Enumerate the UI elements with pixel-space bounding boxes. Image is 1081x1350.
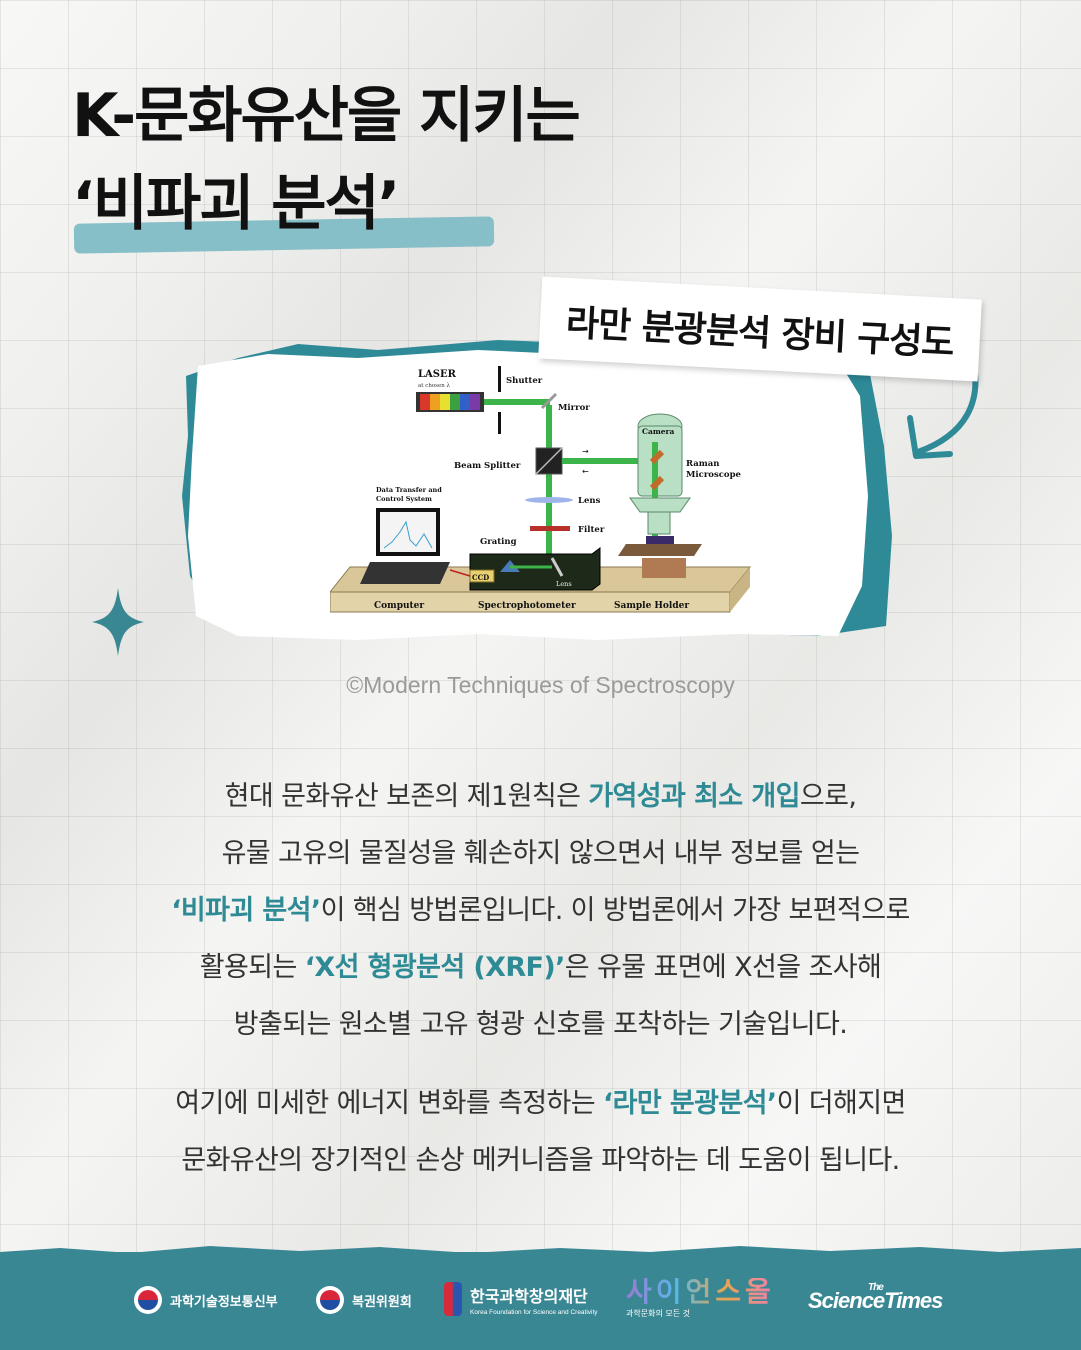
beam-microscope (562, 458, 652, 464)
raman-setup-diagram: LASER at chosen λ Shutter Mirror Beam Sp… (330, 366, 752, 613)
logo-sciencetimes: The ScienceTimes (808, 1282, 943, 1314)
svg-text:←: ← (582, 467, 589, 476)
ccd-label: CCD (472, 573, 489, 582)
p1-line-1: 현대 문화유산 보존의 제1원칙은 가역성과 최소 개입으로, (60, 768, 1021, 825)
p1-text-e: 활용되는 (199, 952, 305, 983)
mirror-label: Mirror (558, 403, 590, 413)
beam-splitter-label: Beam Splitter (454, 461, 521, 471)
logo-lottery: 복권위원회 (316, 1286, 412, 1314)
sparkle-icon (92, 588, 144, 656)
camera-label: Camera (642, 427, 674, 436)
lens-top-label: Lens (578, 496, 601, 506)
p1-text-d: 이 핵심 방법론입니다. 이 방법론에서 가장 보편적으로 (320, 895, 911, 926)
sample-holder-top (618, 544, 702, 556)
highlight-ndt: ‘비파괴 분석’ (171, 895, 321, 926)
p2-text-a: 여기에 미세한 에너지 변화를 측정하는 (175, 1088, 603, 1119)
body-text: 현대 문화유산 보존의 제1원칙은 가역성과 최소 개입으로, 유물 고유의 물… (60, 768, 1021, 1189)
data-transfer-label-1: Data Transfer and (376, 486, 442, 494)
shutter (498, 366, 501, 392)
spectrophotometer-box (469, 547, 601, 591)
p2-line-1: 여기에 미세한 에너지 변화를 측정하는 ‘라만 분광분석’이 더해지면 (60, 1075, 1021, 1132)
title-block: K-문화유산을 지키는 ‘비파괴 분석’ (72, 81, 581, 254)
p2-text-b: 이 더해지면 (776, 1088, 907, 1119)
logo-sciencetimes-the: The (868, 1282, 884, 1293)
p1-line-2: 유물 고유의 물질성을 훼손하지 않으면서 내부 정보를 얻는 (221, 838, 860, 869)
table-side (730, 567, 750, 612)
p1-line-5: 방출되는 원소별 고유 형광 신호를 포착하는 기술입니다. (233, 1009, 848, 1040)
logo-scienceall-subtext: 과학문화의 모든 것 (626, 1309, 690, 1318)
logo-scienceall: 사이언스올 과학문화의 모든 것 (626, 1278, 775, 1319)
p2-line-2: 문화유산의 장기적인 손상 메커니즘을 파악하는 데 도움이 됩니다. (181, 1145, 900, 1176)
laser-sub-label: at chosen λ (418, 383, 451, 389)
highlight-reversibility: 가역성과 최소 개입 (588, 781, 800, 812)
figure-credit: ©Modern Techniques of Spectroscopy (346, 672, 735, 698)
beam-laser (484, 399, 550, 405)
sample-holder-stand (642, 558, 686, 578)
title-line-2-text: ‘비파괴 분석’ (72, 169, 400, 239)
spectrophotometer-label: Spectrophotometer (478, 601, 576, 611)
government-seal-icon (134, 1286, 162, 1314)
lens-top (525, 497, 573, 503)
title-line-2: ‘비파괴 분석’ (72, 174, 495, 254)
grating-label: Grating (480, 537, 517, 547)
title-line-1: K-문화유산을 지키는 (72, 81, 581, 151)
data-transfer-label-2: Control System (376, 495, 432, 503)
logo-kofac-text: 한국과학창의재단 (470, 1286, 588, 1306)
raman-label-1: Raman (686, 459, 719, 469)
sample-holder-label: Sample Holder (614, 601, 689, 611)
p1-text-a: 현대 문화유산 보존의 제1원칙은 (224, 781, 589, 812)
paragraph-2: 여기에 미세한 에너지 변화를 측정하는 ‘라만 분광분석’이 더해지면 문화유… (60, 1075, 1021, 1189)
logo-lottery-text: 복권위원회 (352, 1294, 412, 1310)
computer-label: Computer (374, 601, 424, 611)
sample (646, 536, 674, 544)
logo-kofac-subtext: Korea Foundation for Science and Creativ… (470, 1308, 598, 1316)
logo-msit-text: 과학기술정보통신부 (170, 1294, 278, 1310)
laser-label: LASER (418, 369, 457, 380)
footer-bar (0, 1252, 1081, 1350)
p1-line-4: 활용되는 ‘X선 형광분석 (XRF)’은 유물 표면에 X선을 조사해 (60, 939, 1021, 996)
logo-scienceall-text: 사이언스올 (626, 1275, 775, 1308)
svg-text:→: → (582, 447, 589, 456)
logo-msit: 과학기술정보통신부 (134, 1286, 278, 1314)
p1-line-3: ‘비파괴 분석’이 핵심 방법론입니다. 이 방법론에서 가장 보편적으로 (60, 882, 1021, 939)
logo-kofac: 한국과학창의재단 Korea Foundation for Science an… (444, 1282, 598, 1316)
footer-logos: 과학기술정보통신부 복권위원회 한국과학창의재단 Korea Foundatio… (0, 1278, 1081, 1322)
p1-text-b: 으로, (799, 781, 857, 812)
mirror (540, 392, 558, 410)
computer-keyboard (360, 562, 450, 584)
kofac-mark-icon (444, 1282, 462, 1316)
highlight-raman: ‘라만 분광분석’ (603, 1088, 777, 1119)
highlight-xrf: ‘X선 형광분석 (XRF)’ (304, 952, 566, 983)
raman-microscope-body (637, 425, 683, 497)
filter-label: Filter (578, 525, 605, 535)
paragraph-1: 현대 문화유산 보존의 제1원칙은 가역성과 최소 개입으로, 유물 고유의 물… (60, 768, 1021, 1053)
beam-vertical (546, 405, 552, 555)
lens-bottom-label: Lens (556, 580, 572, 588)
shutter-label: Shutter (506, 376, 543, 386)
filter (530, 526, 570, 531)
government-seal-icon-2 (316, 1286, 344, 1314)
logo-sciencetimes-text: ScienceTimes (808, 1288, 943, 1313)
p1-text-f: 은 유물 표면에 X선을 조사해 (564, 952, 882, 983)
raman-label-2: Microscope (686, 470, 742, 480)
